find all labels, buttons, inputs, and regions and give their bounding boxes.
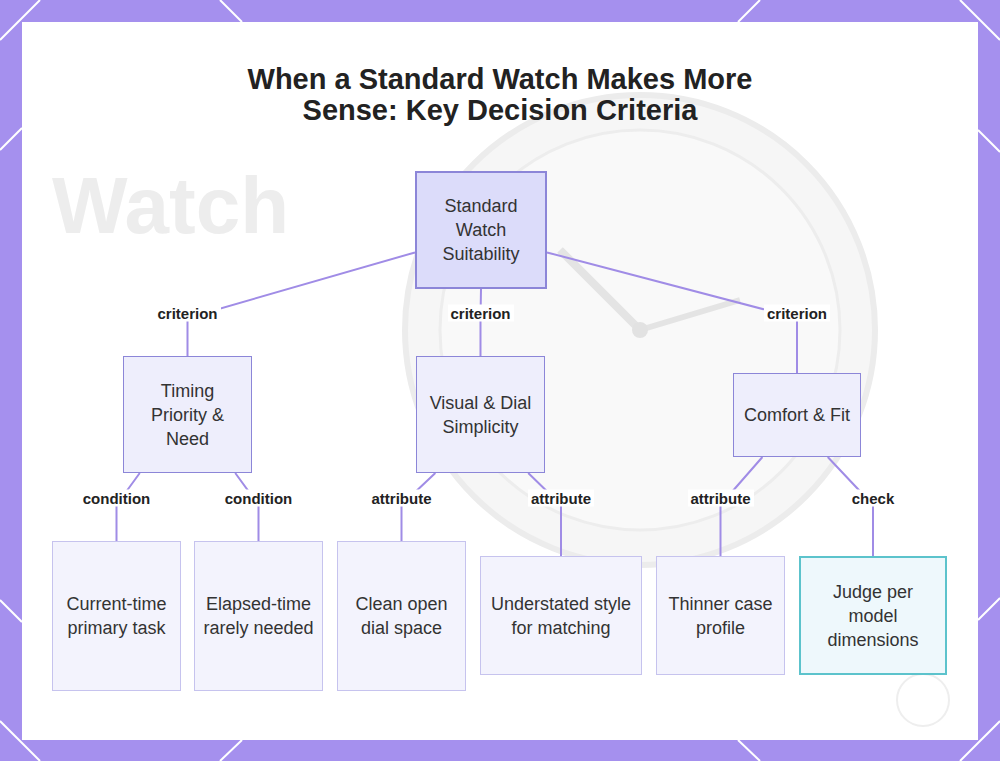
node-text: Judge per model dimensions — [809, 580, 937, 652]
watermark-text: Watch — [52, 160, 289, 252]
node-text: Thinner case profile — [665, 592, 776, 640]
node-text: Standard Watch Suitability — [425, 194, 537, 266]
connector-line — [721, 457, 763, 556]
node-text: Clean open dial space — [346, 592, 457, 640]
connector-line — [235, 473, 258, 541]
edge-label: attribute — [528, 490, 594, 507]
node-text: Timing Priority & Need — [132, 379, 243, 451]
connector-line — [547, 252, 797, 373]
condition-box: Elapsed-time rarely needed — [194, 541, 323, 691]
node-text: Understated style for matching — [489, 592, 633, 640]
attribute-box: Understated style for matching — [480, 556, 642, 675]
connector-line — [828, 457, 873, 556]
connector-line — [528, 473, 561, 556]
connector-line — [402, 473, 436, 541]
edge-label: criterion — [154, 305, 220, 322]
node-text: Comfort & Fit — [744, 403, 850, 427]
criterion-box: Visual & Dial Simplicity — [416, 356, 545, 473]
condition-box: Current-time primary task — [52, 541, 181, 691]
node-text: Elapsed-time rarely needed — [203, 592, 314, 640]
criterion-box: Timing Priority & Need — [123, 356, 252, 473]
check-box: Judge per model dimensions — [799, 556, 947, 675]
attribute-box: Thinner case profile — [656, 556, 785, 675]
edge-label: criterion — [764, 305, 830, 322]
attribute-box: Clean open dial space — [337, 541, 466, 691]
edge-label: condition — [80, 490, 154, 507]
edge-label: attribute — [688, 490, 754, 507]
node-text: Visual & Dial Simplicity — [425, 391, 536, 439]
connector-line — [117, 473, 140, 541]
connector-line — [188, 252, 416, 356]
connector-line — [480, 289, 483, 356]
edge-label: check — [849, 490, 898, 507]
edge-label: attribute — [369, 490, 435, 507]
node-text: Current-time primary task — [61, 592, 172, 640]
criterion-box: Comfort & Fit — [733, 373, 861, 457]
edge-label: criterion — [447, 305, 513, 322]
root-box: Standard Watch Suitability — [415, 171, 547, 289]
diagram-title: When a Standard Watch Makes More Sense: … — [200, 64, 800, 126]
edge-label: condition — [222, 490, 296, 507]
